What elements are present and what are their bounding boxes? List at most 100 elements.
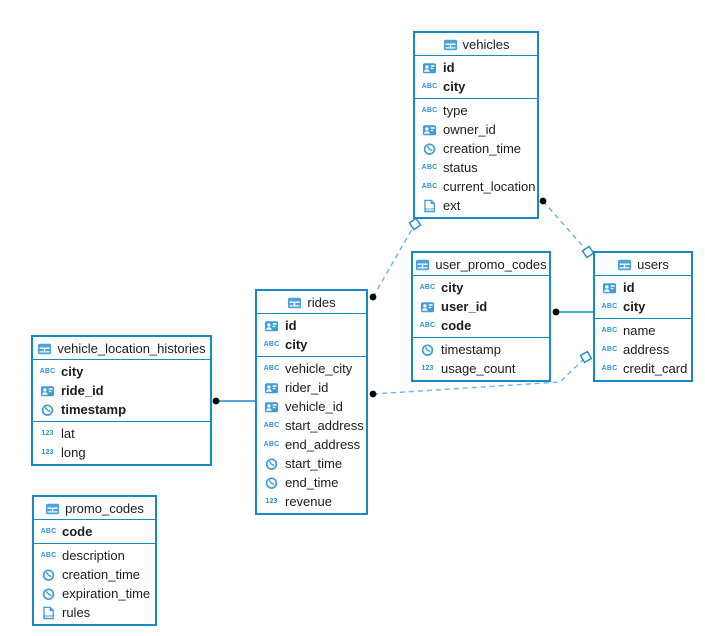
field-label: id	[285, 318, 297, 333]
field-label: city	[285, 337, 308, 352]
table-header[interactable]: rides	[257, 291, 366, 314]
time-icon	[39, 403, 56, 417]
relation-endpoint-dot	[212, 397, 220, 405]
relation-vehicle_location_histories-rides	[212, 397, 255, 405]
text-icon: ABC	[421, 83, 438, 90]
field-label: start_time	[285, 456, 343, 471]
field-row: vehicle_id	[257, 397, 366, 416]
table-header[interactable]: promo_codes	[34, 497, 155, 520]
field-label: creation_time	[62, 567, 141, 582]
json-icon: JSON	[40, 606, 57, 620]
time-icon	[419, 343, 436, 357]
field-label: lat	[61, 426, 75, 441]
field-label: status	[443, 160, 478, 175]
text-icon: ABC	[601, 346, 618, 353]
field-label: revenue	[285, 494, 332, 509]
field-label: ride_id	[61, 383, 104, 398]
relation-line	[372, 356, 587, 395]
pk-field-row: id	[257, 316, 366, 335]
relation-endpoint-square	[408, 217, 422, 231]
field-label: vehicle_city	[285, 361, 353, 376]
relation-endpoint-square	[579, 350, 593, 364]
table-icon	[617, 258, 632, 271]
number-icon: 123	[41, 430, 54, 437]
svg-text:JSON: JSON	[43, 613, 54, 618]
pk-field-row: ride_id	[33, 381, 210, 400]
field-row: creation_time	[34, 565, 155, 584]
table-name: rides	[307, 294, 336, 310]
field-label: id	[623, 280, 635, 295]
text-icon: ABC	[263, 365, 280, 372]
table-header[interactable]: user_promo_codes	[413, 253, 549, 276]
uuid-icon	[601, 281, 618, 295]
field-label: current_location	[443, 179, 536, 194]
field-row: ABC current_location	[415, 177, 537, 196]
field-row: end_time	[257, 473, 366, 492]
field-label: start_address	[285, 418, 364, 433]
pk-field-row: id	[415, 58, 537, 77]
text-icon: ABC	[601, 327, 618, 334]
table-header[interactable]: vehicle_location_histories	[33, 337, 210, 360]
field-label: city	[61, 364, 84, 379]
text-icon: ABC	[419, 284, 436, 291]
table-header[interactable]: users	[595, 253, 691, 276]
table-name: users	[637, 256, 669, 272]
time-icon	[40, 587, 57, 601]
field-label: id	[443, 60, 455, 75]
field-row: timestamp	[413, 340, 549, 359]
uuid-icon	[263, 400, 280, 414]
field-label: address	[623, 342, 670, 357]
table-header[interactable]: vehicles	[415, 33, 537, 56]
json-icon: JSON	[421, 199, 438, 213]
pk-field-row: ABC code	[34, 522, 155, 541]
table-name: vehicles	[462, 36, 510, 52]
text-icon: ABC	[601, 303, 618, 310]
text-icon: ABC	[39, 368, 56, 375]
field-label: code	[62, 524, 93, 539]
table-icon	[37, 342, 52, 355]
uuid-icon	[421, 61, 438, 75]
table-icon	[45, 502, 60, 515]
text-icon: ABC	[421, 183, 438, 190]
relation-endpoint-dot	[552, 308, 560, 316]
field-label: usage_count	[441, 361, 516, 376]
table-icon	[287, 296, 302, 309]
text-icon: ABC	[421, 107, 438, 114]
field-label: owner_id	[443, 122, 496, 137]
text-icon: ABC	[40, 528, 57, 535]
field-label: expiration_time	[62, 586, 151, 601]
field-row: creation_time	[415, 139, 537, 158]
text-icon: ABC	[263, 441, 280, 448]
relation-endpoint-dot	[369, 293, 377, 301]
field-label: credit_card	[623, 361, 688, 376]
field-row: start_time	[257, 454, 366, 473]
table-name: vehicle_location_histories	[57, 340, 206, 356]
text-icon: ABC	[40, 552, 57, 559]
field-label: creation_time	[443, 141, 522, 156]
text-icon: ABC	[263, 341, 280, 348]
pk-field-row: ABC city	[257, 335, 366, 354]
uuid-icon	[421, 123, 438, 137]
field-row: ABC address	[595, 340, 691, 359]
field-label: city	[623, 299, 646, 314]
